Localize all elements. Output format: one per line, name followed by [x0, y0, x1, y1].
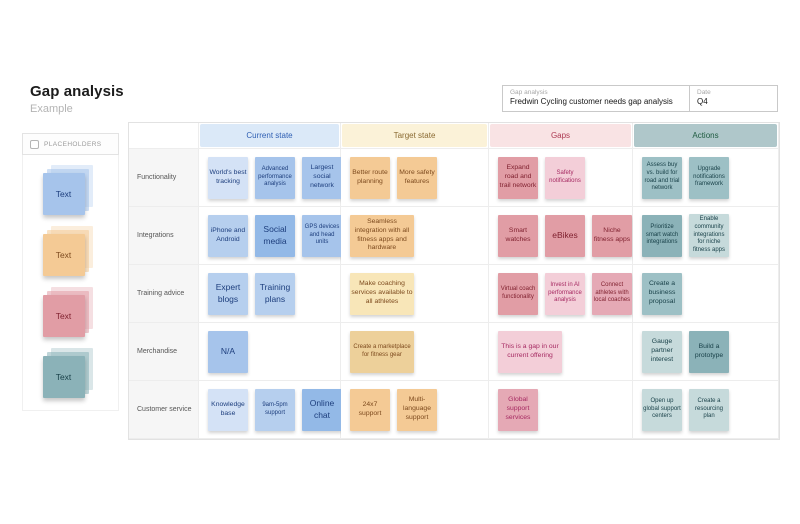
- sticky-note[interactable]: More safety features: [397, 156, 437, 199]
- row-label-customer-service: Customer service: [129, 381, 199, 439]
- sticky-note[interactable]: Invest in AI performance analysis: [545, 272, 585, 315]
- column-header-label: Target state: [342, 124, 487, 147]
- sticky-note[interactable]: Expand road and trail network: [498, 156, 538, 199]
- sticky-note[interactable]: Create a business proposal: [642, 272, 682, 315]
- sticky-note[interactable]: N/A: [208, 330, 248, 373]
- sticky-note[interactable]: Multi-language support: [397, 388, 437, 431]
- row-label-integrations: Integrations: [129, 207, 199, 265]
- sticky-note[interactable]: Gauge partner interest: [642, 330, 682, 373]
- sticky-note[interactable]: Make coaching services available to all …: [350, 272, 414, 315]
- sticky-note[interactable]: Smart watches: [498, 214, 538, 257]
- cell-merchandise-target: Create a marketplace for fitness gear: [341, 323, 489, 381]
- column-header-current: Current state: [199, 123, 341, 149]
- placeholder-stack-blue[interactable]: Text: [42, 165, 99, 215]
- placeholder-checkbox-icon[interactable]: [30, 139, 39, 149]
- sticky-note[interactable]: Online chat: [302, 388, 342, 431]
- column-header-label: Gaps: [490, 124, 631, 147]
- sticky-note[interactable]: Create a resourcing plan: [689, 388, 729, 431]
- cell-merchandise-current: N/A: [199, 323, 341, 381]
- placeholder-stack-orange[interactable]: Text: [42, 226, 99, 276]
- sticky-note[interactable]: Assess buy vs. build for road and trial …: [642, 156, 682, 199]
- sticky-note[interactable]: Advanced performance analysis: [255, 156, 295, 199]
- title-block: Gap analysis Example: [30, 83, 124, 115]
- sticky-note[interactable]: Enable community integrations for niche …: [689, 214, 729, 257]
- sticky-note[interactable]: Build a prototype: [689, 330, 729, 373]
- column-header-gaps: Gaps: [489, 123, 633, 149]
- sticky-note[interactable]: Create a marketplace for fitness gear: [350, 330, 414, 373]
- sticky-note[interactable]: Prioritize smart watch integrations: [642, 214, 682, 257]
- info-name-label: Gap analysis: [510, 89, 548, 97]
- sticky-note[interactable]: Largest social network: [302, 156, 342, 199]
- sticky-note[interactable]: Training plans: [255, 272, 295, 315]
- column-header-actions: Actions: [633, 123, 779, 149]
- sticky-note[interactable]: This is a gap in our current offering: [498, 330, 562, 373]
- row-label-functionality: Functionality: [129, 149, 199, 207]
- cell-customer-service-gaps: Global support services: [489, 381, 633, 439]
- page-subtitle: Example: [30, 103, 73, 115]
- page-title: Gap analysis: [30, 83, 124, 100]
- sticky-note[interactable]: Safety notifications: [545, 156, 585, 199]
- sticky-note[interactable]: Seamless integration with all fitness ap…: [350, 214, 414, 257]
- info-date-value[interactable]: Q4: [697, 97, 708, 107]
- sticky-note[interactable]: Social media: [255, 214, 295, 257]
- sticky-note[interactable]: Global support services: [498, 388, 538, 431]
- sticky-note[interactable]: eBikes: [545, 214, 585, 257]
- placeholder-note: Text: [42, 295, 85, 337]
- sticky-note[interactable]: Virtual coach functionality: [498, 272, 538, 315]
- sticky-note[interactable]: iPhone and Android: [208, 214, 248, 257]
- sticky-note[interactable]: Connect athletes with local coaches: [592, 272, 632, 315]
- sticky-note[interactable]: Better route planning: [350, 156, 390, 199]
- sticky-note[interactable]: Expert blogs: [208, 272, 248, 315]
- info-date-label: Date: [697, 89, 711, 97]
- column-header-label: Actions: [634, 124, 777, 147]
- sticky-note[interactable]: 9am-5pm support: [255, 388, 295, 431]
- info-cell-name: Gap analysis Fredwin Cycling customer ne…: [503, 86, 690, 111]
- sticky-note[interactable]: Upgrade notifications framework: [689, 156, 729, 199]
- placeholder-note: Text: [42, 356, 85, 398]
- cell-training-advice-actions: Create a business proposal: [633, 265, 779, 323]
- cell-training-advice-target: Make coaching services available to all …: [341, 265, 489, 323]
- placeholder-stack-pink[interactable]: Text: [42, 287, 99, 337]
- table-corner: [129, 123, 199, 149]
- placeholders-header: PLACEHOLDERS: [22, 133, 119, 155]
- placeholder-stack-teal[interactable]: Text: [42, 348, 99, 398]
- info-box: Gap analysis Fredwin Cycling customer ne…: [502, 85, 778, 112]
- placeholder-note: Text: [42, 173, 85, 215]
- sticky-note[interactable]: 24x7 support: [350, 388, 390, 431]
- sticky-note[interactable]: Niche fitness apps: [592, 214, 632, 257]
- info-cell-date: Date Q4: [690, 86, 777, 111]
- sticky-note[interactable]: World's best tracking: [208, 156, 248, 199]
- placeholders-label: PLACEHOLDERS: [44, 140, 102, 148]
- row-label-training-advice: Training advice: [129, 265, 199, 323]
- cell-functionality-actions: Assess buy vs. build for road and trial …: [633, 149, 779, 207]
- cell-merchandise-gaps: This is a gap in our current offering: [489, 323, 633, 381]
- sticky-note[interactable]: GPS devices and head units: [302, 214, 342, 257]
- sticky-note[interactable]: Knowledge base: [208, 388, 248, 431]
- row-label-merchandise: Merchandise: [129, 323, 199, 381]
- placeholder-note: Text: [42, 234, 85, 276]
- column-header-target: Target state: [341, 123, 489, 149]
- cell-integrations-target: Seamless integration with all fitness ap…: [341, 207, 489, 265]
- column-header-label: Current state: [200, 124, 339, 147]
- info-name-value[interactable]: Fredwin Cycling customer needs gap analy…: [510, 97, 673, 107]
- sticky-note[interactable]: Open up global support centers: [642, 388, 682, 431]
